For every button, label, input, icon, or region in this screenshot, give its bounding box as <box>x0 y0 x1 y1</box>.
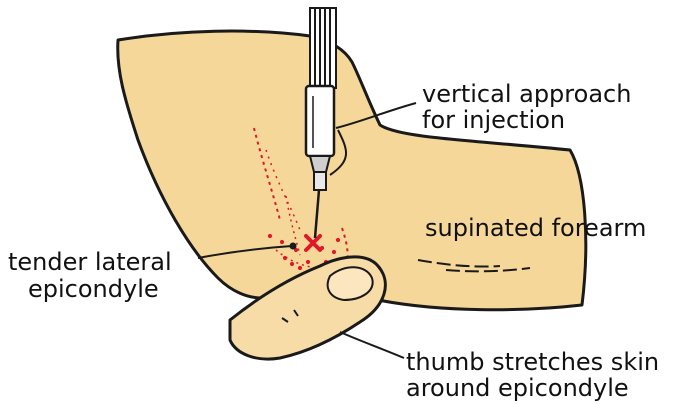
label-tender-lateral-epicondyle: tender lateral epicondyle <box>8 248 179 303</box>
label-vertical-approach: vertical approach for injection <box>422 80 639 134</box>
label-supinated-forearm: supinated forearm <box>425 214 646 242</box>
label-thumb-stretches: thumb stretches skin around epicondyle <box>406 348 667 402</box>
thumbnail <box>328 267 373 300</box>
epicondyle-dot <box>290 243 297 250</box>
leader-thumb <box>340 332 404 358</box>
